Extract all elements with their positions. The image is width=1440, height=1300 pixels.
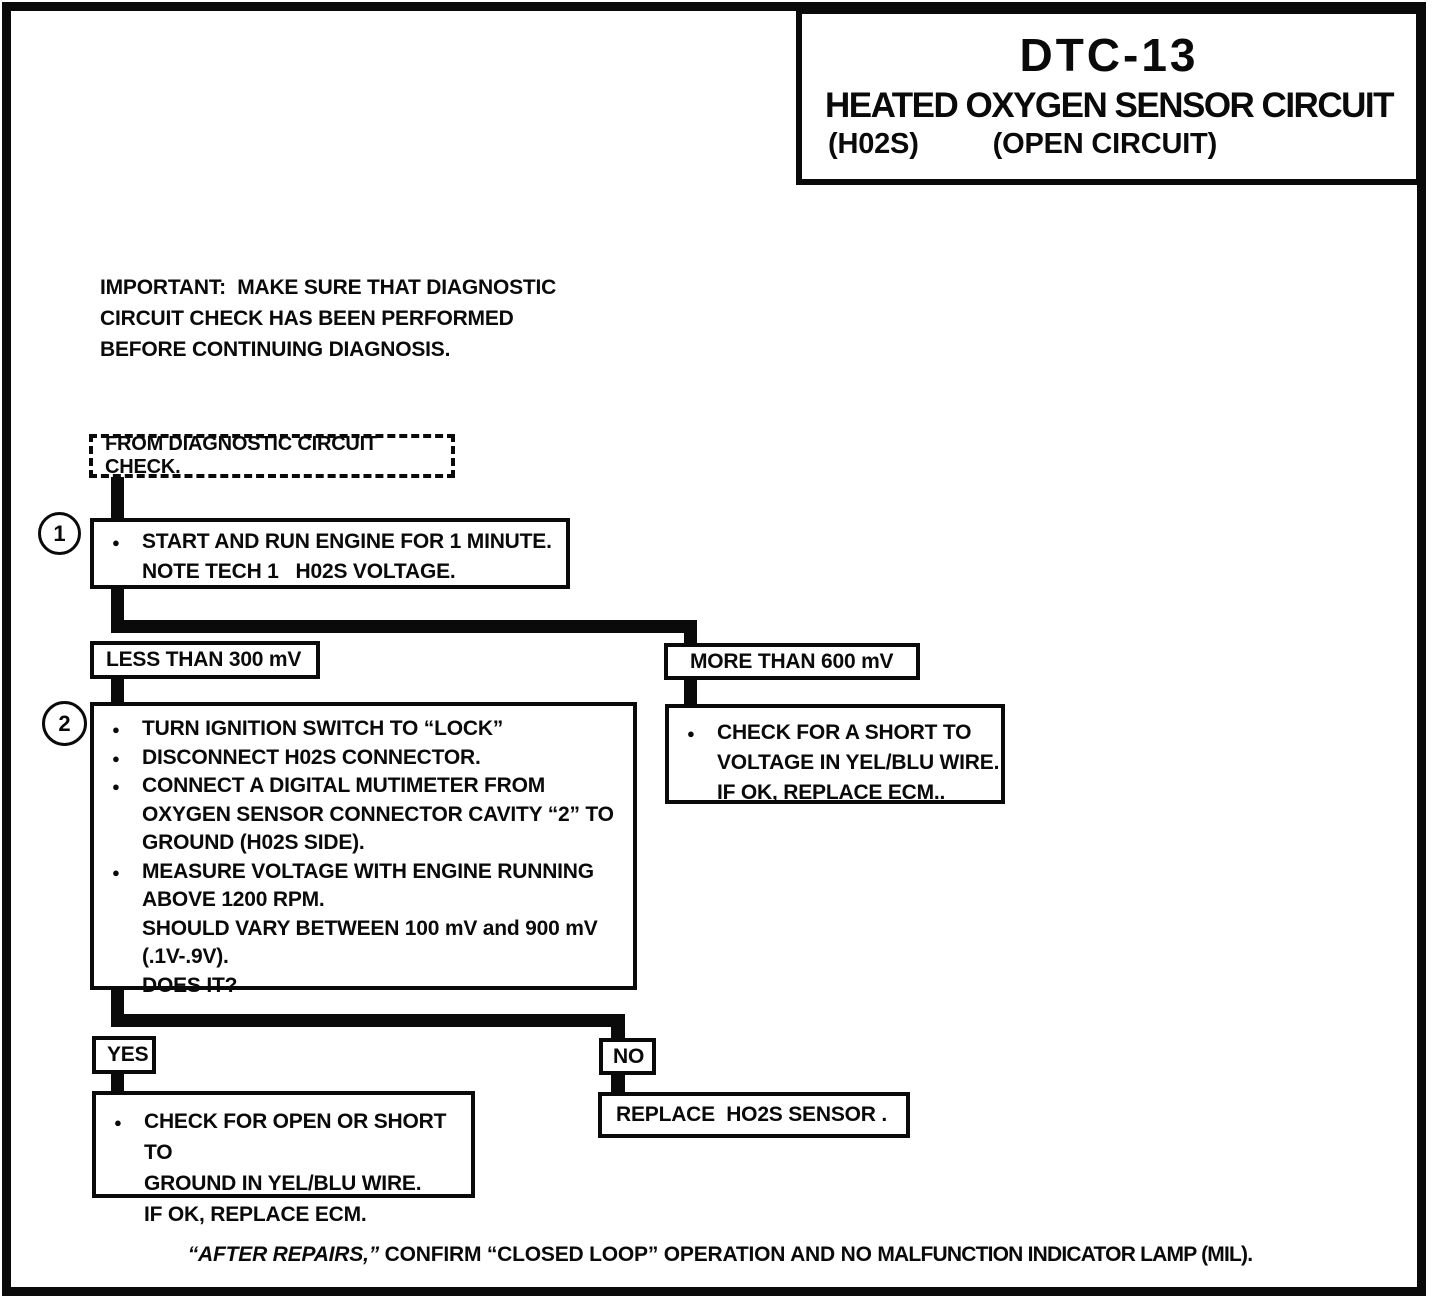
step2-bullet4-line: (.1V-.9V). xyxy=(142,945,229,968)
connector-less-step2 xyxy=(111,679,124,703)
step2-bullet3-line: CONNECT A DIGITAL MUTIMETER FROM xyxy=(142,774,546,797)
yes-result-box: ● CHECK FOR OPEN OR SHORT TO GROUND IN Y… xyxy=(92,1091,475,1226)
yes-result-line: IF OK, REPLACE ECM. xyxy=(144,1203,367,1226)
bullet-icon: ● xyxy=(112,750,120,766)
step2-bullet4-line: DOES IT? xyxy=(142,973,238,997)
footer-note: “AFTER REPAIRS,” CONFIRM “CLOSED LOOP” O… xyxy=(0,1243,1440,1267)
step1-line2: NOTE TECH 1 H02S VOLTAGE. xyxy=(142,560,456,583)
step2-bullet1: TURN IGNITION SWITCH TO “LOCK” xyxy=(142,717,504,740)
connector-trunk1-right-drop xyxy=(684,620,697,646)
bullet-icon: ● xyxy=(112,864,120,880)
important-line: BEFORE CONTINUING DIAGNOSIS. xyxy=(100,338,451,361)
entry-node-from-diagnostic-check: FROM DIAGNOSTIC CIRCUIT CHECK. xyxy=(89,433,455,478)
step2-bullet3-line: OXYGEN SENSOR CONNECTOR CAVITY “2” TO xyxy=(142,802,614,826)
yes-result-line: GROUND IN YEL/BLU WIRE. xyxy=(144,1172,422,1195)
yes-result-line: CHECK FOR OPEN OR SHORT TO xyxy=(144,1110,452,1164)
footer-tail: MALFUNCTION INDICATOR LAMP (MIL). xyxy=(877,1243,1253,1266)
branch-less-than-300: LESS THAN 300 mV xyxy=(90,641,320,679)
connector-trunk1 xyxy=(111,620,697,633)
step1-line1: START AND RUN ENGINE FOR 1 MINUTE. xyxy=(142,530,552,553)
footer-middle: CONFIRM “CLOSED LOOP” OPERATION AND NO xyxy=(379,1243,878,1266)
title-subline: (H02S) (OPEN CIRCUIT) xyxy=(802,128,1416,161)
page-title: HEATED OXYGEN SENSOR CIRCUIT xyxy=(825,86,1394,125)
footer-after-repairs: “AFTER REPAIRS,” xyxy=(187,1243,380,1266)
bullet-icon: ● xyxy=(112,722,120,737)
connector-step2-trunk2 xyxy=(111,990,124,1017)
step1-badge: 1 xyxy=(38,512,81,555)
connector-trunk2 xyxy=(111,1014,625,1027)
bullet-icon: ● xyxy=(114,1115,122,1130)
step1-box: ● START AND RUN ENGINE FOR 1 MINUTE. NOT… xyxy=(90,518,570,589)
connector-more-rightbox xyxy=(684,680,697,705)
short-to-voltage-line: VOLTAGE IN YEL/BLU WIRE. xyxy=(717,751,1000,774)
branch-more-than-600: MORE THAN 600 mV xyxy=(664,643,920,680)
step2-bullet4-line: ABOVE 1200 RPM. xyxy=(142,888,325,911)
connector-yes-result xyxy=(111,1074,124,1092)
step2-bullet3-line: GROUND (H02S SIDE). xyxy=(142,831,365,854)
entry-label: FROM DIAGNOSTIC CIRCUIT CHECK. xyxy=(105,433,383,478)
yes-label: YES xyxy=(107,1043,149,1066)
important-line: CIRCUIT CHECK HAS BEEN PERFORMED xyxy=(100,307,514,330)
bullet-icon: ● xyxy=(112,779,120,794)
bullet-icon: ● xyxy=(687,726,695,741)
no-result-box: REPLACE HO2S SENSOR . xyxy=(598,1092,910,1138)
step1-badge-number: 1 xyxy=(53,520,66,546)
no-result-label: REPLACE HO2S SENSOR . xyxy=(616,1103,887,1126)
no-label: NO xyxy=(613,1044,645,1068)
connector-entry-step1 xyxy=(111,477,124,520)
step2-box: ● TURN IGNITION SWITCH TO “LOCK” ● DISCO… xyxy=(90,702,637,997)
title-open-circuit: (OPEN CIRCUIT) xyxy=(992,128,1218,160)
branch-less-label: LESS THAN 300 mV xyxy=(106,648,302,671)
branch-more-label: MORE THAN 600 mV xyxy=(690,649,894,673)
title-h02s: (H02S) xyxy=(828,128,919,160)
important-line: IMPORTANT: MAKE SURE THAT DIAGNOSTIC xyxy=(100,276,557,299)
important-note: IMPORTANT: MAKE SURE THAT DIAGNOSTIC CIR… xyxy=(100,272,620,365)
short-to-voltage-box: ● CHECK FOR A SHORT TO VOLTAGE IN YEL/BL… xyxy=(665,704,1005,804)
connector-no-result xyxy=(611,1075,625,1093)
step2-bullet2: DISCONNECT H02S CONNECTOR. xyxy=(142,745,481,769)
step2-badge: 2 xyxy=(42,701,87,746)
step2-badge-number: 2 xyxy=(58,710,71,736)
dtc-code: DTC-13 xyxy=(1019,29,1199,81)
connector-step1-trunk xyxy=(111,589,124,622)
connector-trunk2-no-drop xyxy=(611,1014,625,1038)
no-node: NO xyxy=(599,1038,656,1075)
bullet-icon: ● xyxy=(112,535,120,550)
step2-bullet4-line: MEASURE VOLTAGE WITH ENGINE RUNNING xyxy=(142,859,594,883)
title-box: DTC-13 HEATED OXYGEN SENSOR CIRCUIT (H02… xyxy=(796,8,1422,185)
step2-bullet4-line: SHOULD VARY BETWEEN 100 mV and 900 mV xyxy=(142,916,598,940)
short-to-voltage-line: CHECK FOR A SHORT TO xyxy=(717,721,972,744)
short-to-voltage-line: IF OK, REPLACE ECM.. xyxy=(717,781,946,804)
yes-node: YES xyxy=(92,1036,156,1074)
